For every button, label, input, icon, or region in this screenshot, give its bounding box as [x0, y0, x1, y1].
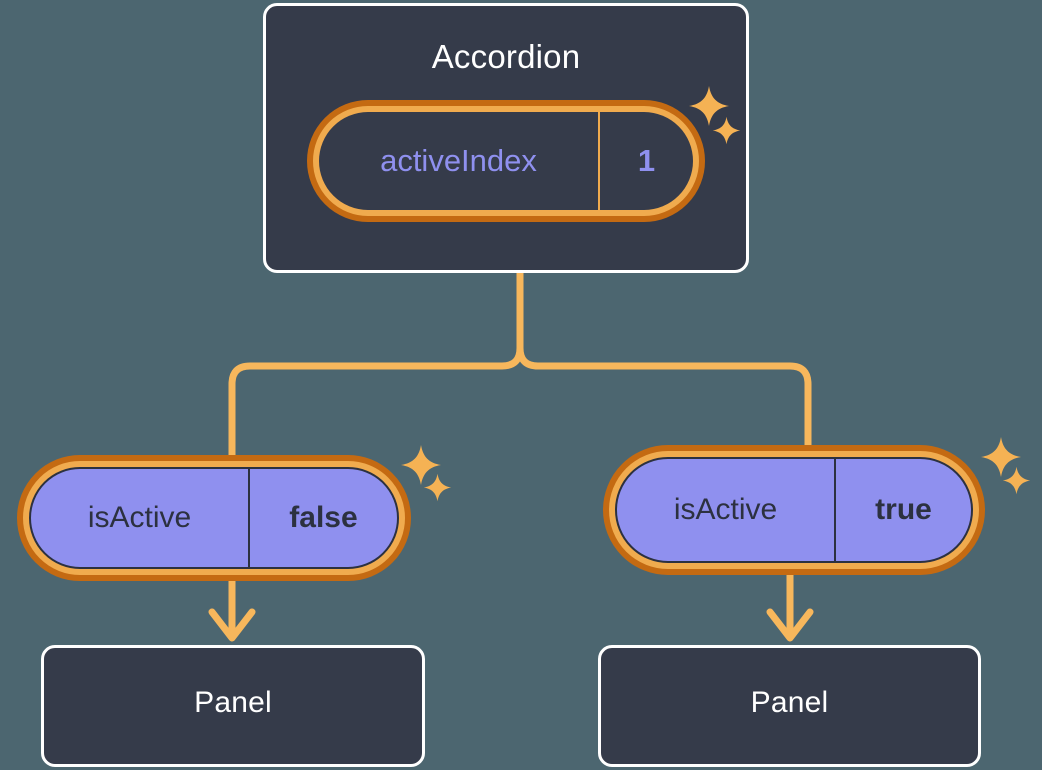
sparkle-icon — [980, 436, 1022, 478]
prop-pill-value: true — [875, 493, 932, 526]
prop-pill-is-active-false[interactable]: isActive false — [17, 455, 411, 581]
prop-pill-body: isActive false — [29, 467, 399, 569]
sparkle-icon — [423, 473, 452, 502]
component-title-accordion: Accordion — [431, 38, 581, 75]
connector-root-to-right-branch — [516, 344, 812, 456]
state-pill-value: 1 — [637, 143, 656, 178]
prop-pill-body: isActive true — [615, 457, 973, 563]
state-pill-active-index[interactable]: activeIndex 1 — [307, 100, 705, 222]
prop-pill-key: isActive — [617, 459, 836, 561]
component-box-panel-left[interactable]: Panel — [41, 645, 425, 767]
arrow-right-pill-to-panel — [766, 572, 814, 642]
state-pill-body: activeIndex 1 — [319, 112, 693, 210]
sparkle-icon — [1002, 466, 1031, 495]
component-box-panel-right[interactable]: Panel — [598, 645, 981, 767]
prop-pill-is-active-true[interactable]: isActive true — [603, 445, 985, 575]
sparkle-icon — [400, 444, 442, 486]
component-title-panel-right: Panel — [750, 686, 829, 719]
prop-pill-value: false — [289, 501, 358, 534]
component-title-panel-left: Panel — [194, 686, 272, 719]
state-pill-key: activeIndex — [319, 112, 600, 210]
arrow-left-pill-to-panel — [208, 578, 256, 642]
connector-root-to-branches — [228, 269, 524, 466]
prop-pill-key: isActive — [31, 469, 250, 567]
